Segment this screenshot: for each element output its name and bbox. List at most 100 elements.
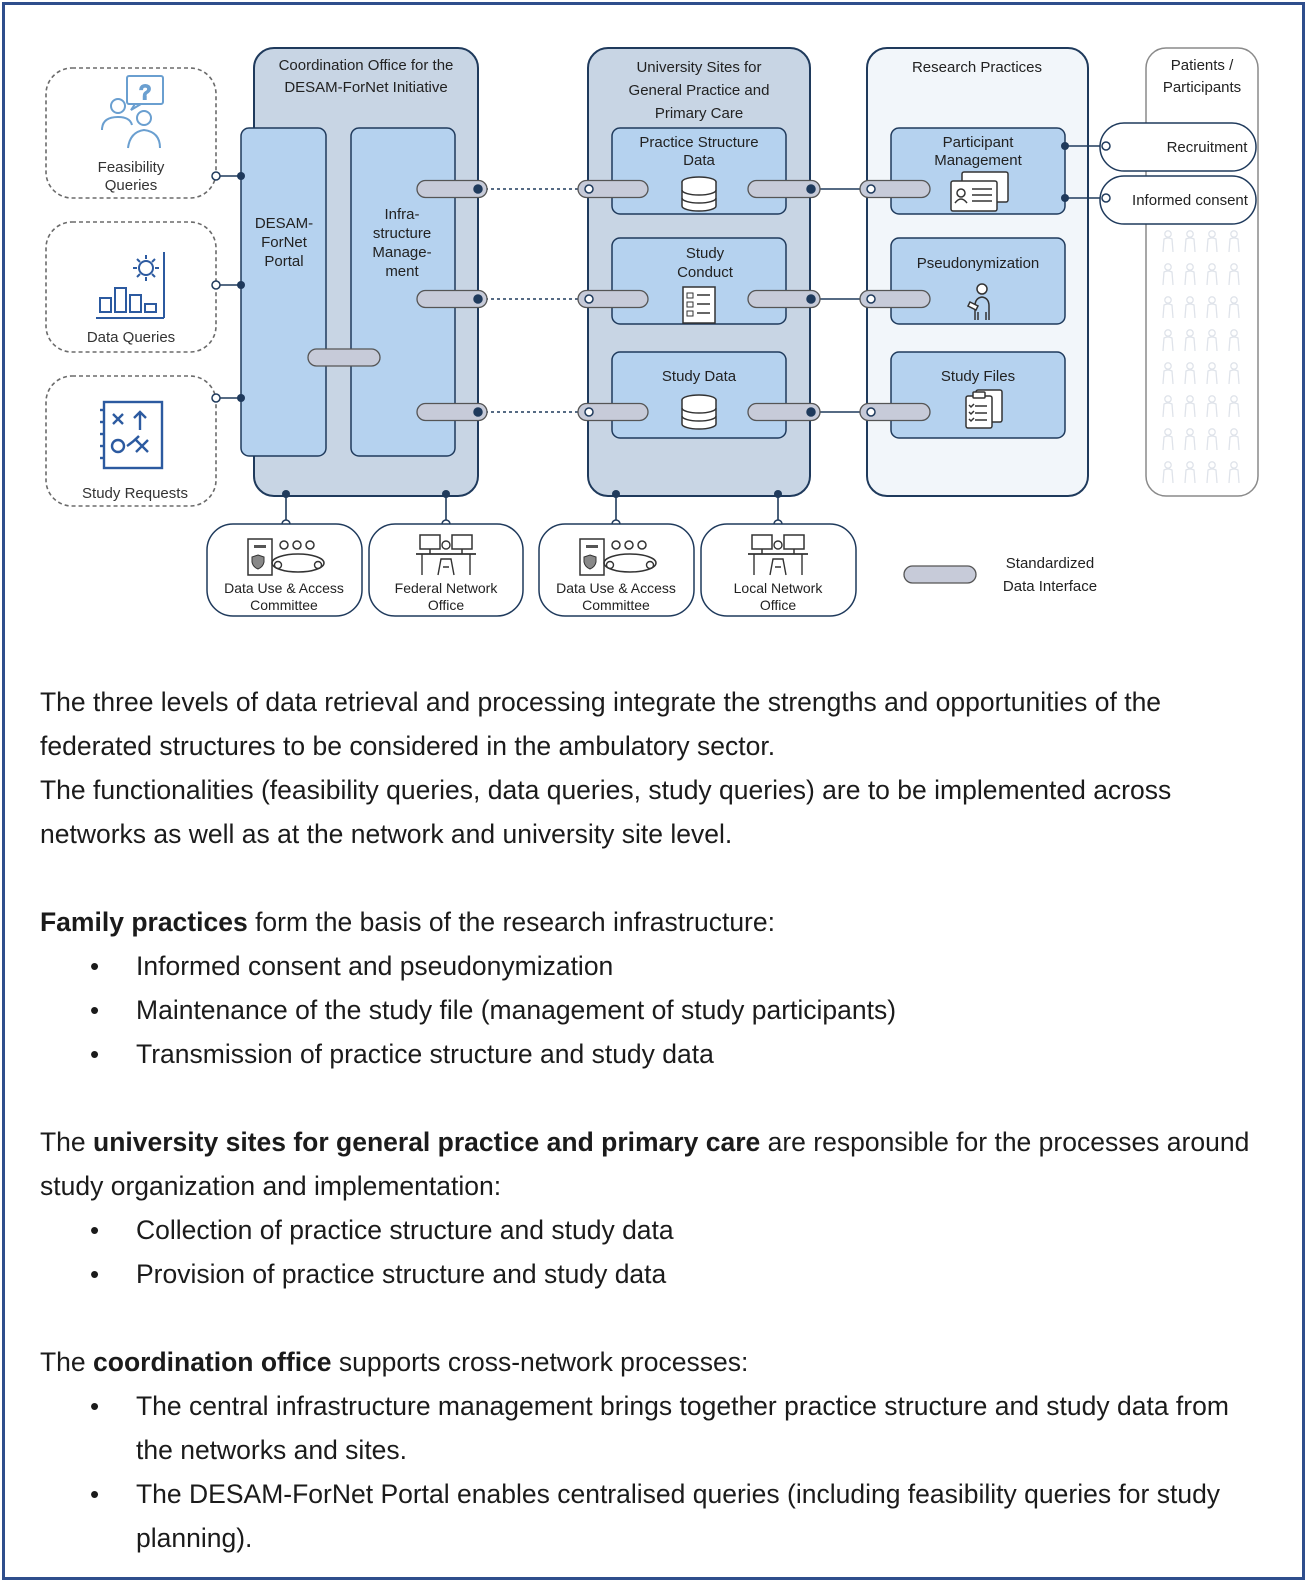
interface-dot [866, 184, 876, 194]
interface-dot [806, 184, 816, 194]
coord-pre: The [40, 1347, 94, 1377]
family-practices-rest: form the basis of the research infrastru… [247, 907, 775, 937]
database-icon [681, 176, 717, 212]
svg-text:Study: Study [686, 245, 725, 262]
feasibility-people-icon: ? [101, 75, 164, 149]
svg-text:structure: structure [373, 225, 431, 242]
federal-network-office-box: Federal Network Office [368, 523, 524, 617]
university-pre: The [40, 1127, 94, 1157]
interface-dot [866, 294, 876, 304]
university-sites-list: Collection of practice structure and stu… [40, 1208, 1270, 1296]
patients-panel: Patients / Participants [1145, 47, 1259, 497]
coord-rest: supports cross-network processes: [331, 1347, 749, 1377]
interface-dot [473, 184, 483, 194]
desam-fornet-portal-box: DESAM- ForNet Portal [240, 127, 327, 457]
svg-text:Manage-: Manage- [372, 244, 431, 261]
research-title: Research Practices [912, 59, 1042, 76]
informed-consent-pill: Informed consent [1099, 175, 1257, 225]
sc-line-1: Study [686, 245, 725, 262]
family-practices-bold: Family practices [40, 907, 248, 937]
svg-text:Committee: Committee [582, 597, 650, 613]
data-interface-pill [859, 402, 931, 422]
svg-text:DESAM-ForNet Initiative: DESAM-ForNet Initiative [284, 79, 447, 96]
clipboard-icon [965, 389, 1003, 429]
svg-text:Study Files: Study Files [941, 368, 1015, 385]
interface-dot [806, 294, 816, 304]
local-network-office-box: Local Network Office [700, 523, 857, 617]
psd-line-2: Data [683, 152, 715, 169]
standardized-interfaces [416, 179, 931, 422]
coord-bold: coordination office [93, 1347, 332, 1377]
sd-line-1: Study Data [662, 368, 737, 385]
data-interface-pill [859, 289, 931, 309]
svg-text:Federal Network: Federal Network [395, 580, 499, 596]
interface-dot [584, 184, 594, 194]
svg-text:General Practice and: General Practice and [629, 82, 770, 99]
uni-title-2: General Practice and [629, 82, 770, 99]
pseudo-label: Pseudonymization [917, 255, 1040, 272]
svg-text:Practice Structure: Practice Structure [639, 134, 758, 151]
svg-text:Feasibility: Feasibility [98, 159, 165, 176]
feasibility-label-2: Queries [105, 177, 158, 194]
patients-title-2: Participants [1163, 79, 1241, 96]
svg-text:Primary Care: Primary Care [655, 105, 743, 122]
architecture-diagram: ? Feasibility Queries Data Queries [45, 47, 1259, 617]
svg-text:Office: Office [760, 597, 797, 613]
feasibility-label-1: Feasibility [98, 159, 165, 176]
svg-text:Conduct: Conduct [677, 264, 734, 281]
data-interface-pill [416, 289, 488, 309]
pseudonymization-box: Pseudonymization [890, 237, 1066, 325]
data-interface-pill [747, 289, 821, 309]
local-line-2: Office [760, 597, 797, 613]
svg-text:Recruitment: Recruitment [1167, 139, 1249, 156]
svg-text:Management: Management [934, 152, 1022, 169]
sc-line-2: Conduct [677, 264, 734, 281]
svg-text:Local Network: Local Network [734, 580, 824, 596]
data-interface-pill [747, 402, 821, 422]
svg-text:Informed consent: Informed consent [1132, 192, 1249, 209]
svg-text:DESAM-: DESAM- [255, 215, 313, 232]
list-item: Collection of practice structure and stu… [90, 1208, 1270, 1252]
university-bold: university sites for general practice an… [93, 1127, 761, 1157]
list-item: Transmission of practice structure and s… [90, 1032, 1270, 1076]
local-line-1: Local Network [734, 580, 824, 596]
family-practices-list: Informed consent and pseudonymization Ma… [40, 944, 1270, 1076]
dua2-line-1: Data Use & Access [556, 580, 676, 596]
portal-line-3: Portal [264, 253, 303, 270]
svg-text:Research Practices: Research Practices [912, 59, 1042, 76]
family-practices-heading: Family practices form the basis of the r… [40, 900, 1270, 944]
strategy-board-icon [100, 400, 164, 470]
svg-text:Data: Data [683, 152, 715, 169]
data-interface-pill [859, 179, 931, 199]
study-data-box: Study Data [611, 351, 787, 439]
study-files-box: Study Files [890, 351, 1066, 439]
id-cards-icon [950, 171, 1009, 212]
data-interface-pill [577, 289, 649, 309]
study-conduct-box: Study Conduct [611, 237, 787, 325]
infra-line-3: Manage- [372, 244, 431, 261]
informed-consent-label: Informed consent [1132, 192, 1249, 209]
pm-line-2: Management [934, 152, 1022, 169]
svg-text:Committee: Committee [250, 597, 318, 613]
data-queries-icon [96, 252, 165, 319]
infra-line-4: ment [385, 263, 419, 280]
svg-text:Data Interface: Data Interface [1003, 578, 1097, 595]
dua1-line-1: Data Use & Access [224, 580, 344, 596]
dua-committee-box-2: Data Use & Access Committee [538, 523, 695, 617]
dua1-line-2: Committee [250, 597, 318, 613]
svg-text:Data Queries: Data Queries [87, 329, 175, 346]
recruitment-pill: Recruitment [1099, 122, 1257, 172]
svg-text:Participant: Participant [943, 134, 1015, 151]
uni-title-3: Primary Care [655, 105, 743, 122]
list-item: Maintenance of the study file (managemen… [90, 988, 1270, 1032]
data-interface-pill [577, 402, 649, 422]
list-item: Informed consent and pseudonymization [90, 944, 1270, 988]
coord-title-2: DESAM-ForNet Initiative [284, 79, 447, 96]
svg-text:Patients /: Patients / [1171, 57, 1234, 74]
portal-infra-interface [307, 348, 381, 367]
pm-line-1: Participant [943, 134, 1015, 151]
infra-line-1: Infra- [384, 206, 419, 223]
university-rest: are responsible for the processes around… [40, 1127, 1250, 1201]
coordination-office-list: The central infrastructure management br… [40, 1384, 1270, 1560]
